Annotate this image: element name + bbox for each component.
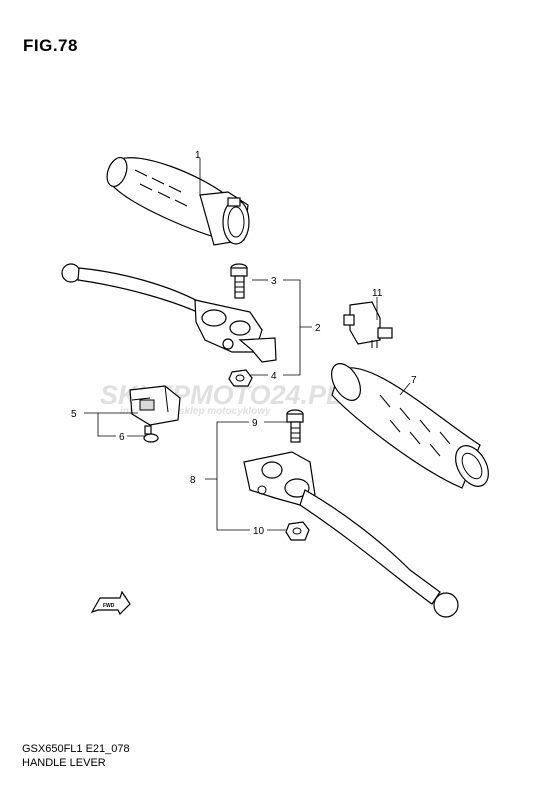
- pivot-bolt-part: [230, 263, 248, 299]
- page-subtitle: HANDLE LEVER: [22, 757, 106, 769]
- brake-lever-part: [61, 263, 277, 363]
- nut-part-upper: [228, 369, 253, 387]
- nut-part-lower: [285, 521, 310, 541]
- clutch-lever-part: [243, 451, 459, 618]
- callout-2: 2: [315, 323, 321, 334]
- left-grip-part: [330, 363, 489, 489]
- clutch-switch-part: [129, 385, 181, 426]
- throttle-grip-part: [106, 156, 250, 246]
- callout-7: 7: [411, 375, 417, 386]
- pivot-bolt-part-lower: [286, 409, 304, 443]
- model-code: GSX650FL1 E21_078: [22, 743, 130, 755]
- watermark-tagline: internetowy sklep motocyklowy: [120, 406, 271, 417]
- callout-10: 10: [253, 526, 265, 537]
- screw-part: [143, 425, 159, 443]
- figure-title: FIG.78: [23, 36, 78, 55]
- front-brake-switch-part: [343, 301, 393, 348]
- callout-3: 3: [271, 276, 277, 287]
- fwd-arrow-icon: FWD: [90, 590, 131, 616]
- callout-8: 8: [190, 475, 196, 486]
- fwd-label: FWD: [103, 603, 115, 609]
- callout-1: 1: [195, 150, 201, 161]
- callout-11: 11: [372, 288, 383, 299]
- leader-lines: [84, 158, 411, 531]
- callout-6: 6: [119, 432, 125, 443]
- callout-5: 5: [71, 409, 77, 420]
- callout-9: 9: [252, 418, 258, 429]
- callout-4: 4: [271, 371, 277, 382]
